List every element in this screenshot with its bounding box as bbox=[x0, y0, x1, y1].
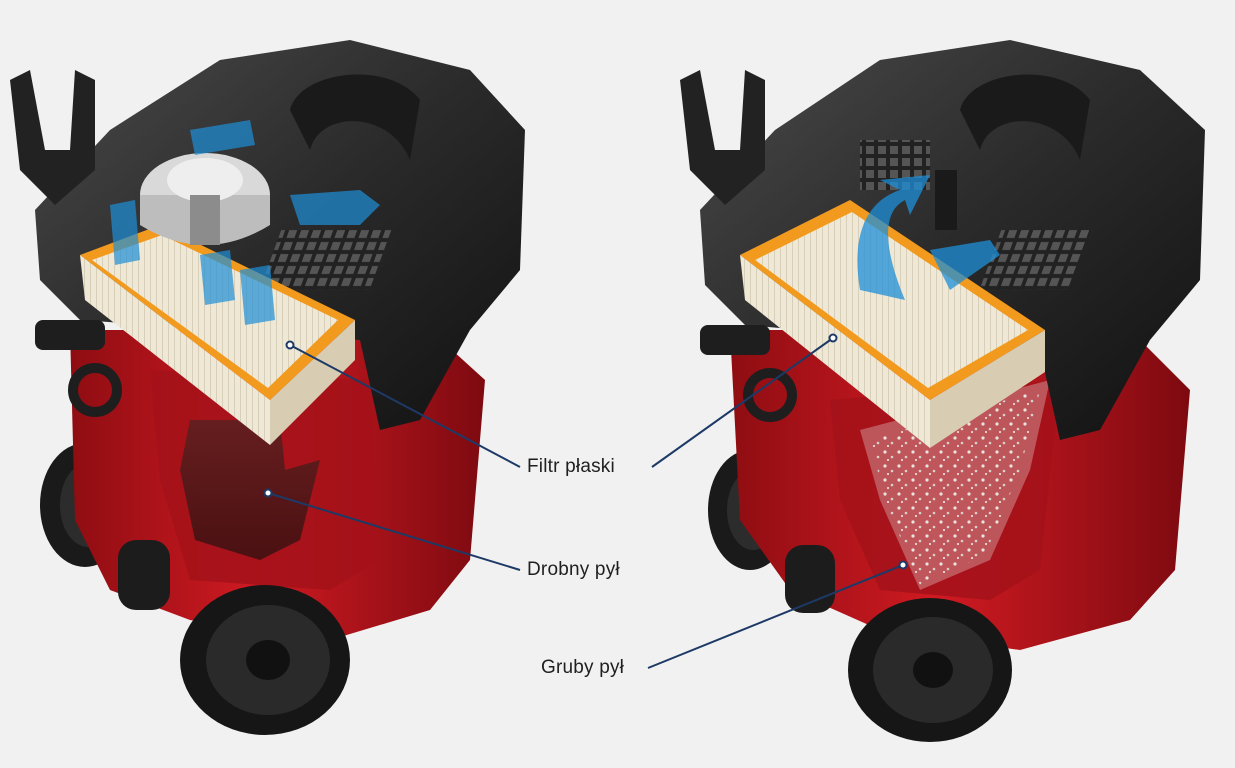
leader-dot bbox=[263, 488, 273, 498]
leader-line bbox=[289, 344, 521, 468]
airflow-arrow bbox=[110, 200, 140, 265]
leader-lines bbox=[263, 333, 908, 669]
hose-hook bbox=[10, 70, 95, 205]
airflow-arrow bbox=[930, 240, 1000, 290]
airflow-arrow bbox=[857, 175, 930, 300]
flat-filter-left bbox=[80, 225, 355, 445]
leader-line bbox=[647, 564, 904, 669]
leader-dot bbox=[898, 560, 908, 570]
right-vacuum bbox=[680, 40, 1205, 742]
label-coarse-dust: Gruby pył bbox=[541, 657, 625, 678]
carry-handle bbox=[960, 74, 1090, 160]
airflow-arrow bbox=[200, 250, 235, 305]
airflow-arrow bbox=[240, 265, 275, 325]
label-fine-dust: Drobny pył bbox=[527, 559, 620, 580]
coarse-dust-particles bbox=[870, 390, 1040, 585]
fine-dust-column bbox=[180, 420, 320, 560]
clip-ring bbox=[68, 363, 122, 417]
airflow-arrows-left bbox=[110, 120, 380, 325]
airflow-arrow bbox=[190, 120, 255, 155]
flat-filter-right bbox=[740, 200, 1045, 448]
hose-hook bbox=[680, 70, 765, 205]
airflow-arrow bbox=[290, 190, 380, 225]
front-wheel-left bbox=[180, 585, 350, 735]
motor-cap bbox=[140, 153, 270, 245]
side-clip bbox=[35, 320, 105, 350]
airflow-arrow-right bbox=[857, 175, 1000, 300]
leader-dot bbox=[285, 340, 295, 350]
grid-vent bbox=[259, 230, 392, 290]
side-clip bbox=[700, 325, 770, 355]
caster-right bbox=[785, 545, 835, 613]
exhaust-pipe bbox=[935, 170, 957, 230]
leader-line bbox=[267, 492, 521, 571]
front-wheel-right bbox=[848, 598, 1012, 742]
leader-line bbox=[651, 337, 834, 468]
carry-handle bbox=[290, 74, 420, 160]
left-vacuum bbox=[10, 40, 525, 735]
leader-dot bbox=[828, 333, 838, 343]
label-flat-filter: Filtr płaski bbox=[527, 456, 615, 477]
caster-left bbox=[118, 540, 170, 610]
clip-ring bbox=[743, 368, 797, 422]
grid-vent bbox=[979, 230, 1092, 290]
